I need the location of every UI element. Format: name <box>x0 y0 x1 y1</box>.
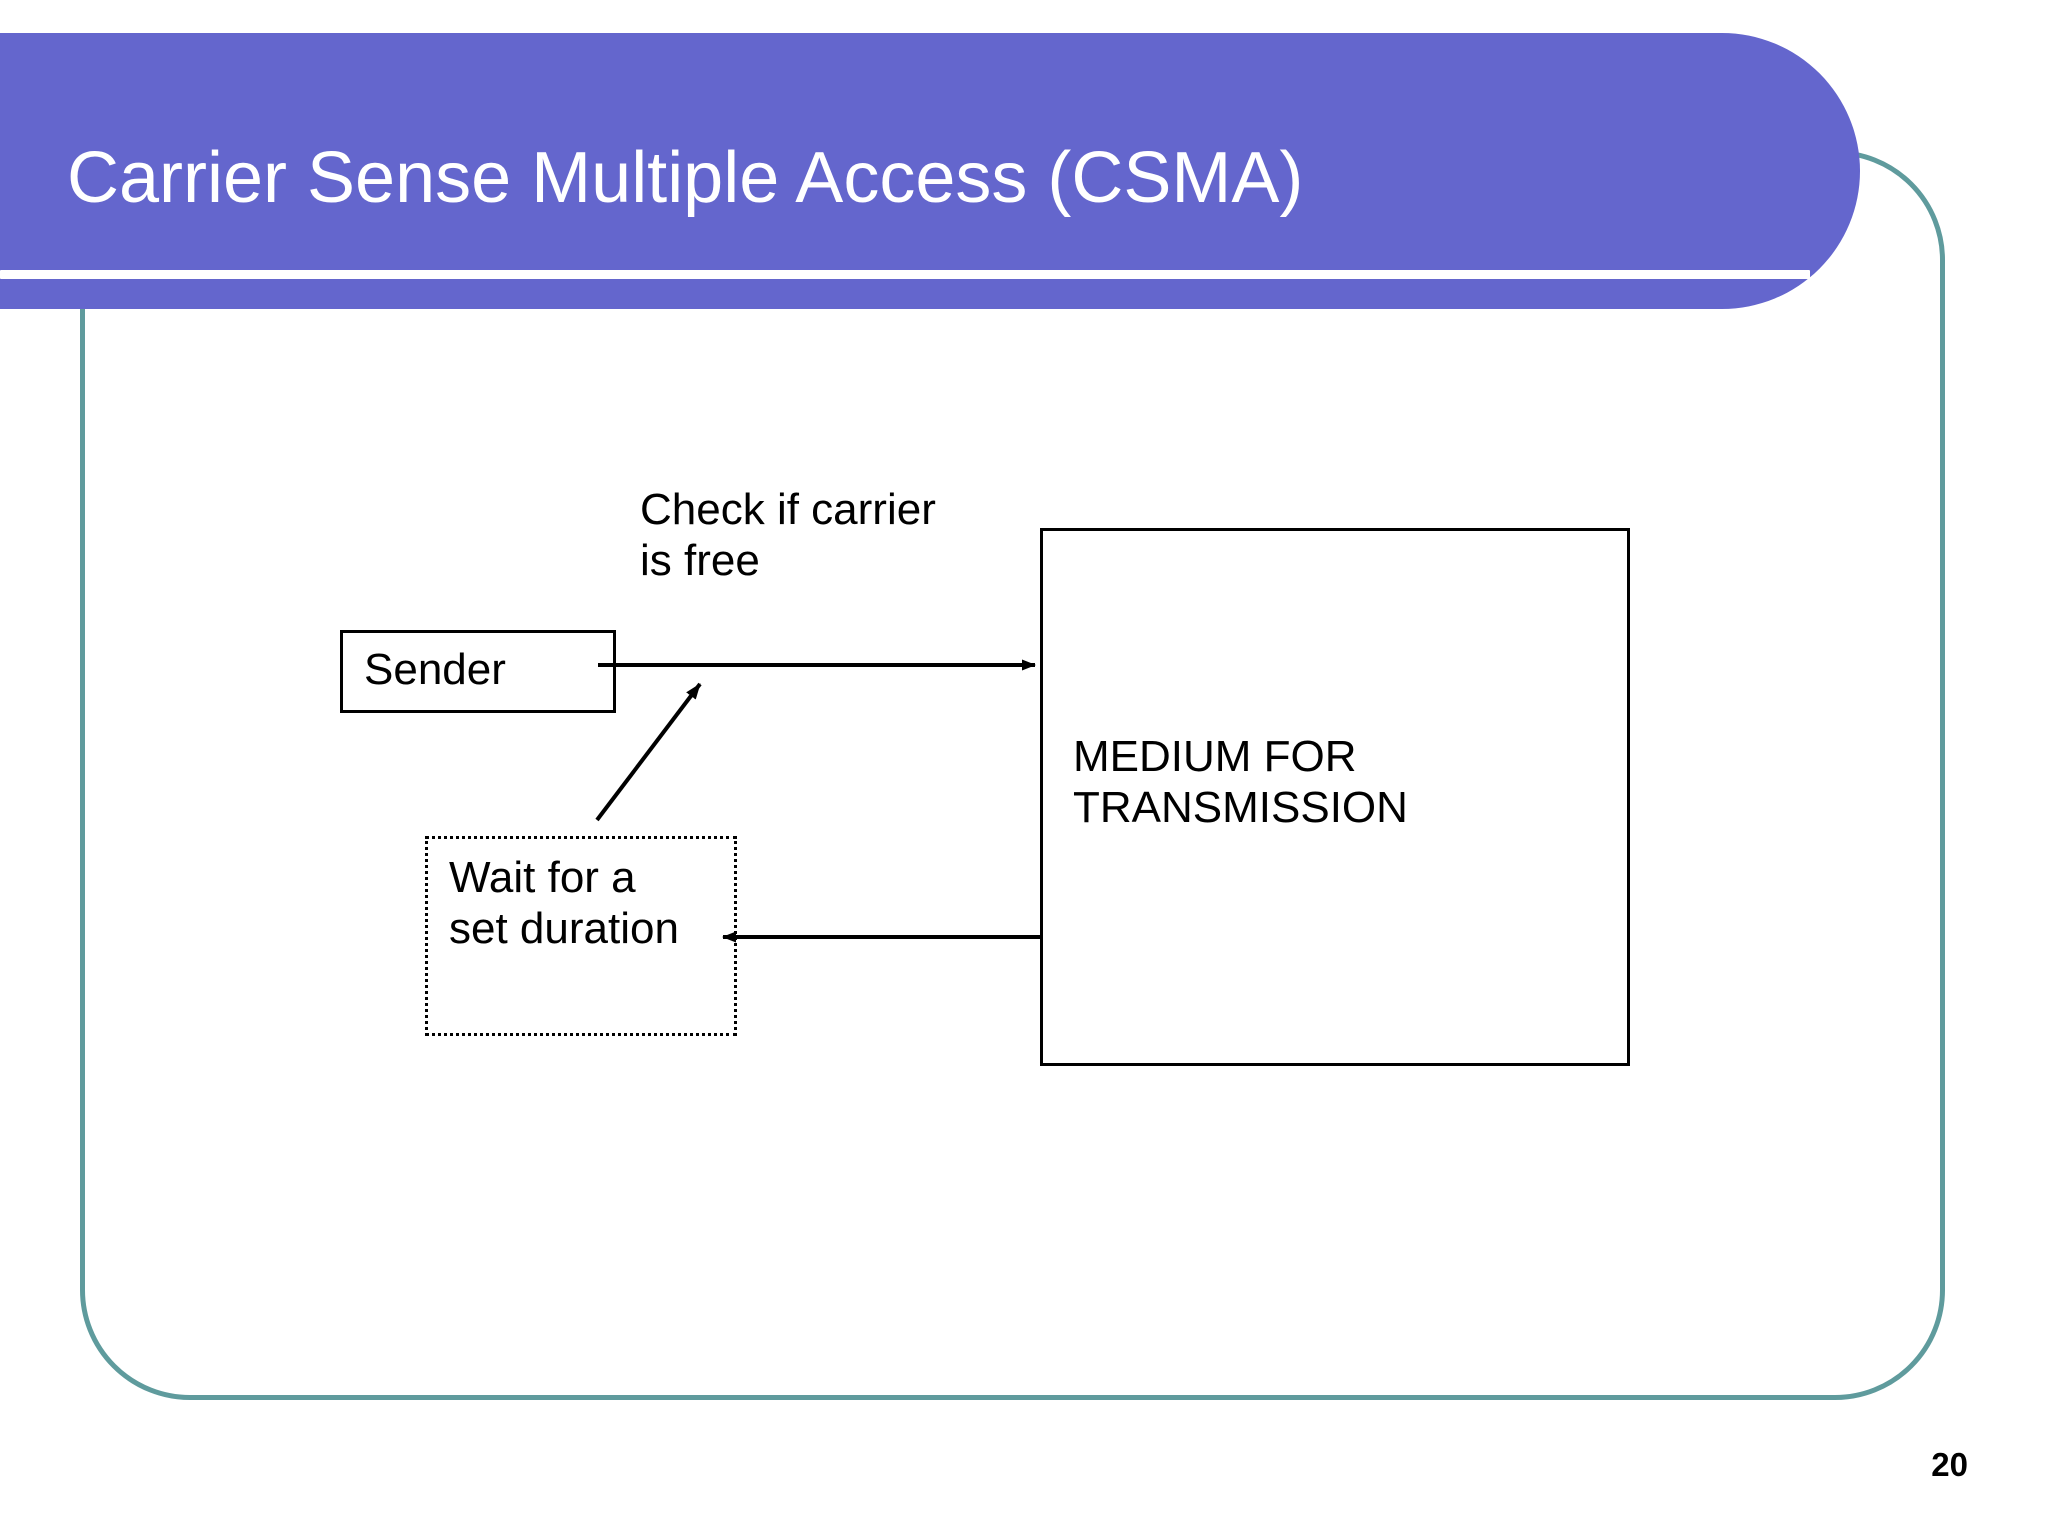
slide-page-number: 20 <box>1931 1446 1968 1483</box>
page-title: Carrier Sense Multiple Access (CSMA) <box>67 138 1304 218</box>
node-sender-label: Sender <box>364 645 506 694</box>
node-wait-box <box>425 836 737 1036</box>
node-medium-label: MEDIUM FOR TRANSMISSION <box>1073 732 1408 832</box>
node-medium-box <box>1040 528 1630 1066</box>
annotation-check-carrier: Check if carrier is free <box>640 485 936 585</box>
node-wait-label: Wait for a set duration <box>449 853 679 953</box>
title-banner: Carrier Sense Multiple Access (CSMA) <box>0 33 1860 309</box>
node-sender-box <box>340 630 616 713</box>
title-underline-rule <box>0 270 1810 279</box>
